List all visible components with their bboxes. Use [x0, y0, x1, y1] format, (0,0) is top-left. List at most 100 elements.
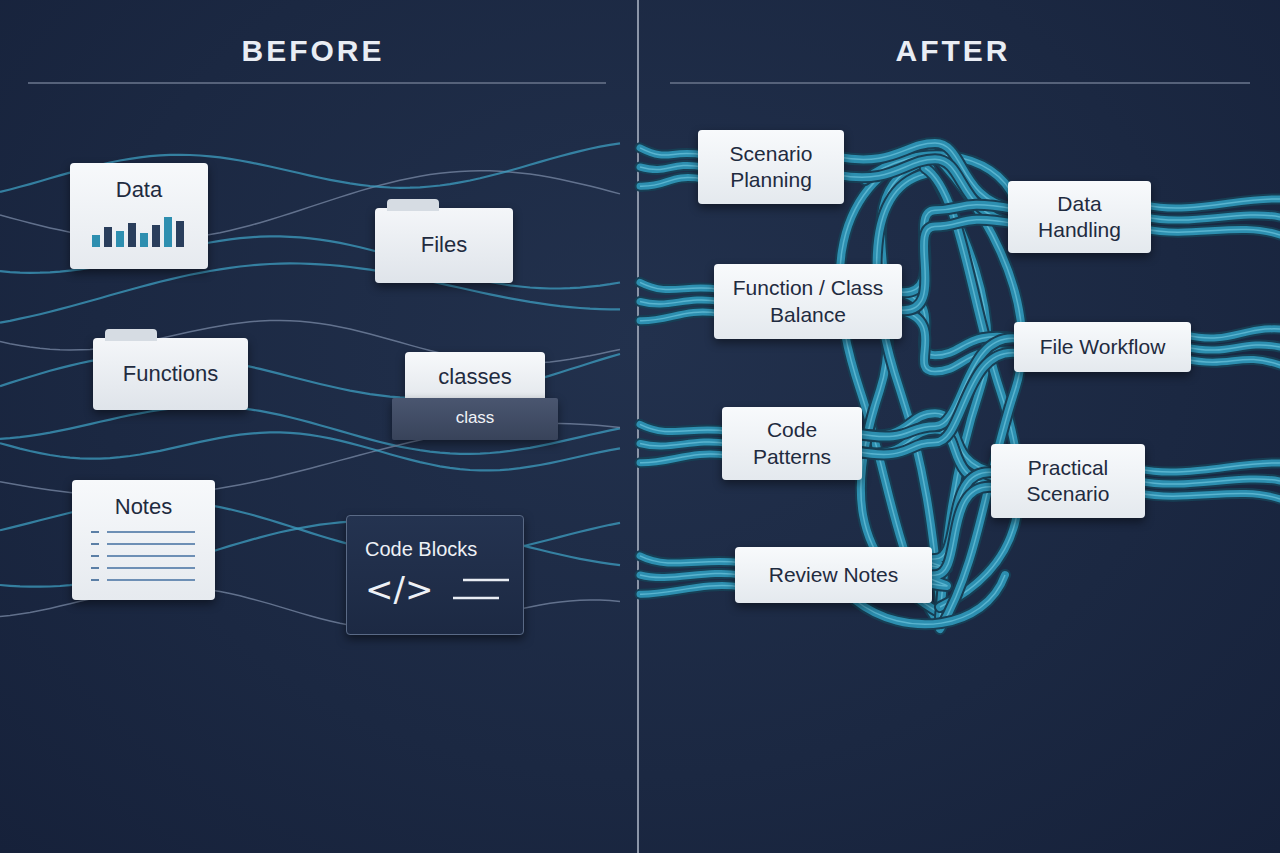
ribbon-edge — [1185, 329, 1280, 338]
ribbon — [640, 300, 720, 304]
code-glyph: </> — [365, 569, 433, 609]
ribbon-highlight — [896, 220, 1014, 311]
ribbon — [1139, 479, 1280, 484]
ribbon-edge — [640, 573, 741, 577]
loose-threads — [0, 143, 620, 630]
note-line — [107, 531, 195, 533]
ribbon — [1185, 329, 1280, 338]
ribbon-edge — [640, 586, 741, 595]
topic-box: Code Patterns — [722, 407, 862, 480]
box-label: Notes — [115, 494, 172, 520]
card-title: classes — [405, 352, 545, 398]
panel-heading: AFTER — [803, 34, 1103, 68]
ribbon — [1185, 345, 1280, 350]
ribbon-edge — [640, 312, 720, 321]
heading-rule — [670, 82, 1250, 84]
ribbon-highlight — [1145, 229, 1280, 235]
ribbon — [1145, 215, 1280, 220]
chart-bar — [92, 235, 100, 247]
chart-bar — [140, 233, 148, 247]
ribbon-highlight — [640, 165, 704, 169]
box-label: Functions — [123, 361, 218, 387]
heading-rule — [28, 82, 606, 84]
box-label: Code Patterns — [732, 417, 852, 470]
ribbon-edge — [1139, 493, 1280, 499]
note-line — [107, 543, 195, 545]
chart-bar — [176, 221, 184, 247]
ribbon — [1139, 493, 1280, 499]
ribbon-edge — [1145, 215, 1280, 220]
ribbon-edge — [1185, 359, 1280, 365]
box-label: Practical Scenario — [1001, 455, 1135, 508]
topic-box: Data Handling — [1008, 181, 1151, 253]
ribbon-highlight — [640, 556, 741, 563]
box-label: Review Notes — [769, 562, 899, 588]
topic-box: Review Notes — [735, 547, 932, 603]
note-bullet — [91, 567, 99, 569]
ribbon — [640, 148, 704, 155]
box-label: Scenario Planning — [708, 141, 834, 194]
ribbon-edge — [926, 487, 997, 586]
code-line — [463, 579, 509, 582]
ribbon-highlight — [1185, 329, 1280, 338]
ribbon-edge — [640, 165, 704, 169]
ribbon-highlight — [640, 282, 720, 289]
box-label: Function / Class Balance — [724, 275, 892, 328]
ribbon-highlight — [640, 148, 704, 155]
ribbon-edge — [640, 424, 728, 431]
ribbon-highlight — [1139, 479, 1280, 484]
ribbon-edge — [1185, 345, 1280, 350]
ribbon — [640, 312, 720, 321]
folder-card: Functions — [93, 338, 248, 410]
box-label: Code Blocks — [365, 538, 477, 561]
topic-box: Practical Scenario — [991, 444, 1145, 518]
ribbon — [640, 454, 728, 463]
ribbon-highlight — [1145, 199, 1280, 208]
code-line — [453, 597, 499, 600]
panel-heading: BEFORE — [163, 34, 463, 68]
ribbon-highlight — [1139, 463, 1280, 472]
card-tab: class — [392, 398, 558, 440]
ribbon — [1139, 463, 1280, 472]
ribbon — [1185, 359, 1280, 365]
topic-box: Scenario Planning — [698, 130, 844, 204]
ribbon-edge — [640, 300, 720, 304]
ribbon-edge — [1139, 463, 1280, 472]
chart-bar — [116, 231, 124, 247]
note-bullet — [91, 543, 99, 545]
note-bullet — [91, 579, 99, 581]
ribbon — [926, 487, 997, 586]
ribbon-highlight — [640, 442, 728, 446]
note-bullet — [91, 555, 99, 557]
ribbon-highlight — [926, 487, 997, 586]
code-card: Code Blocks </> — [346, 515, 524, 635]
note-line — [107, 567, 195, 569]
loose-thread — [0, 263, 620, 322]
code-row: </> — [365, 569, 513, 609]
ribbon — [640, 556, 741, 563]
chart-bar — [104, 227, 112, 247]
note-line — [107, 555, 195, 557]
chart-bar — [128, 223, 136, 247]
ribbon-edge — [640, 442, 728, 446]
topic-box: Function / Class Balance — [714, 264, 902, 339]
ribbon-highlight — [856, 353, 1020, 455]
ribbon-highlight — [1145, 215, 1280, 220]
ribbon-highlight — [640, 573, 741, 577]
note-bullet — [91, 531, 99, 533]
ribbon — [640, 165, 704, 169]
note-card: Data — [70, 163, 208, 269]
ribbon-edge — [640, 282, 720, 289]
ribbon — [640, 424, 728, 431]
notes-lines-icon — [89, 526, 199, 588]
ribbon-edge — [896, 220, 1014, 311]
ribbon — [640, 573, 741, 577]
box-label: Data — [116, 177, 162, 203]
ribbon-highlight — [1185, 345, 1280, 350]
ribbon — [640, 586, 741, 595]
folder-card: Files — [375, 208, 513, 283]
ribbon-highlight — [640, 312, 720, 321]
ribbon — [640, 442, 728, 446]
note-card: classesclass — [392, 352, 558, 447]
code-lines-icon — [451, 574, 513, 604]
